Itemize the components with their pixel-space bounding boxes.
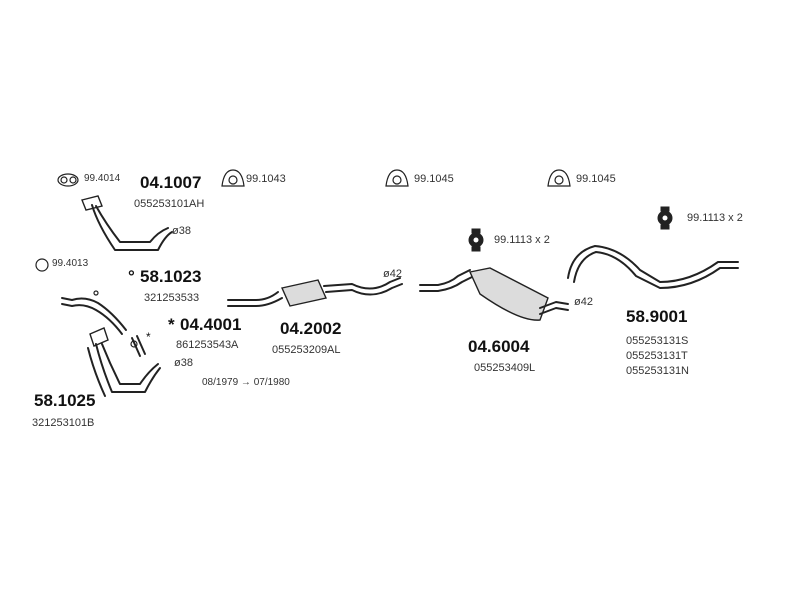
diameter-label: ø38	[174, 357, 193, 369]
rubber-mount-icon-99-1045-b	[547, 169, 571, 187]
rear-silencer-04-6004	[419, 267, 569, 321]
part-number-58-1023[interactable]: 58.1023	[140, 267, 202, 286]
diameter-label: ø42	[383, 268, 402, 280]
oe-number-055253131S: 055253131S	[626, 335, 689, 347]
mount-label-99-1043: 99.1043	[246, 173, 286, 185]
oe-number-055253131T: 055253131T	[626, 350, 688, 362]
mount-qty-label: 99.1113 x 2	[687, 212, 743, 224]
small-star-marker: *	[146, 330, 151, 344]
part-number-04-1007[interactable]: 04.1007	[140, 173, 202, 192]
hanger-icon-99-1113-a	[468, 228, 484, 252]
rubber-mount-icon-99-1045-a	[385, 169, 409, 187]
middle-silencer-04-2002	[227, 277, 403, 307]
pipe-58-1023	[61, 290, 127, 335]
diameter-label: ø38	[172, 225, 191, 237]
rubber-mount-icon-99-1043	[221, 169, 245, 187]
mount-label-99-1045: 99.1045	[576, 173, 616, 185]
oe-number-055253101AH: 055253101AH	[134, 198, 205, 210]
oe-number-861253543A: 861253543A	[176, 339, 239, 351]
mount-label-99-1045: 99.1045	[414, 173, 454, 185]
ring-icon-99-4013	[35, 258, 49, 272]
part-number-58-1025[interactable]: 58.1025	[34, 391, 96, 410]
oe-number-321253101B: 321253101B	[32, 417, 95, 429]
part-number-58-9001[interactable]: 58.9001	[626, 307, 688, 326]
tail-pipe-58-9001	[567, 245, 739, 289]
connector-04-4001	[130, 335, 146, 357]
oe-number-055253209AL: 055253209AL	[272, 344, 341, 356]
oe-number-055253409L: 055253409L	[474, 362, 536, 374]
oe-number-321253533: 321253533	[144, 292, 200, 304]
part-number-04-4001[interactable]: 04.4001	[180, 315, 242, 334]
clamp-label: 99.4014	[84, 173, 121, 184]
ring-label: 99.4013	[52, 258, 89, 269]
oe-number-055253131N: 055253131N	[626, 365, 690, 377]
diameter-label: ø42	[574, 296, 593, 308]
part-marker-58-1023: °	[128, 267, 135, 286]
part-marker-04-4001: *	[168, 315, 175, 334]
front-pipe-04-1007	[81, 195, 173, 251]
date-range-label: 08/1979 → 07/1980	[202, 377, 290, 388]
mount-qty-label: 99.1113 x 2	[494, 234, 550, 246]
part-number-04-6004[interactable]: 04.6004	[468, 337, 530, 356]
pipe-58-1025	[87, 327, 161, 397]
part-number-04-2002[interactable]: 04.2002	[280, 319, 342, 338]
clamp-icon-99-4014	[57, 173, 79, 187]
hanger-icon-99-1113-b	[657, 206, 673, 230]
